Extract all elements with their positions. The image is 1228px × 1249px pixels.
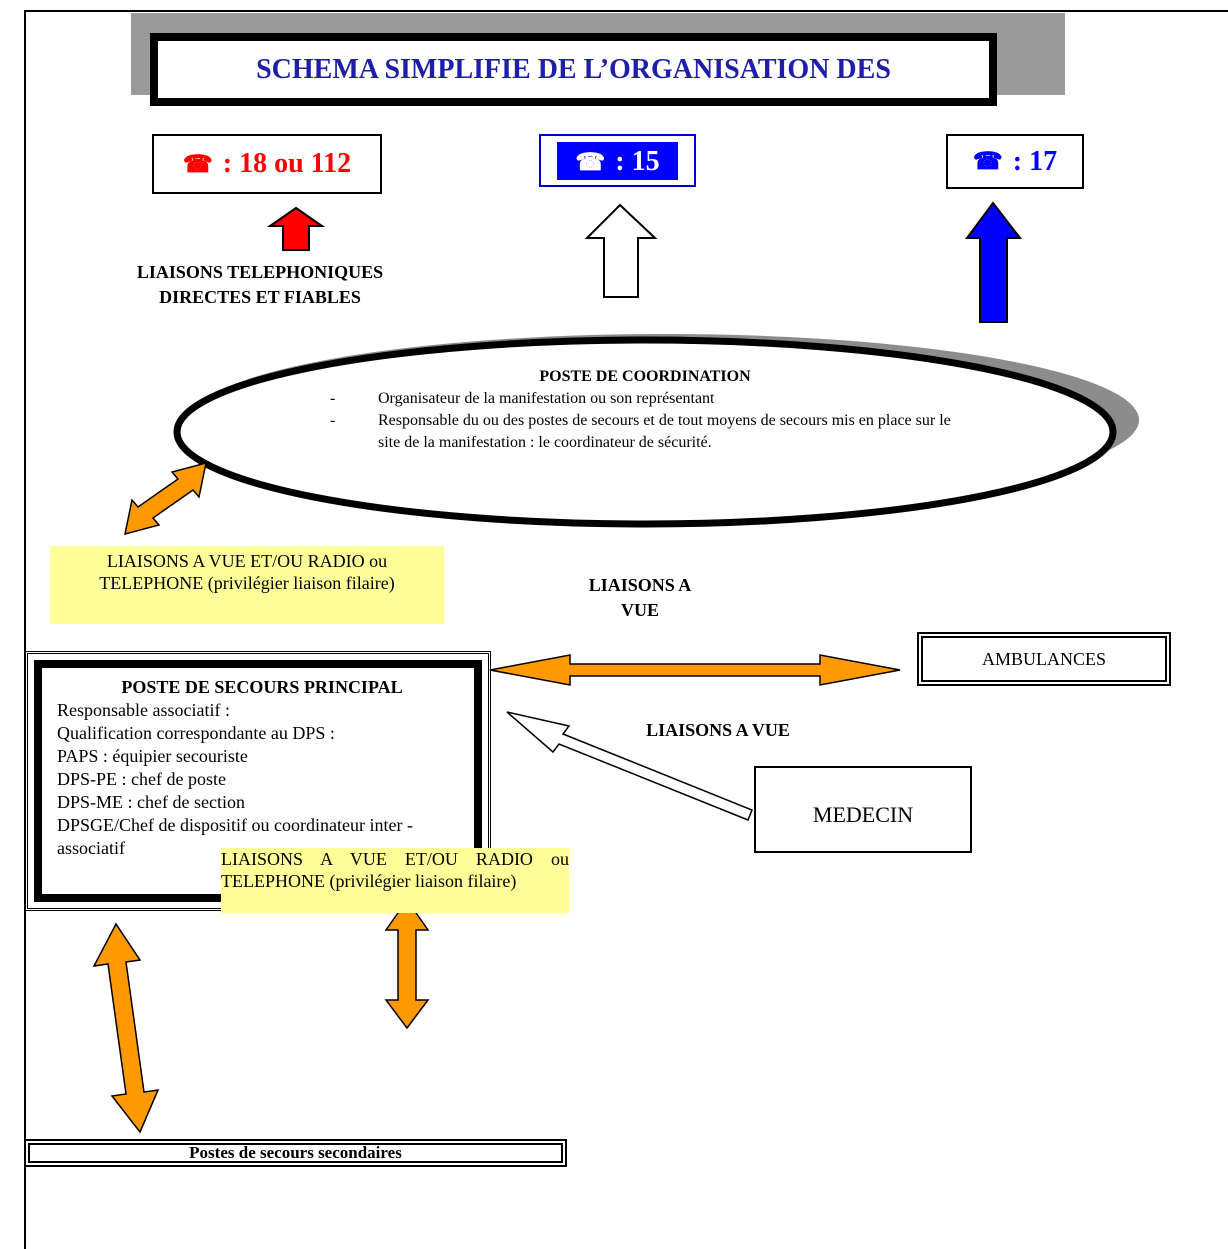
label-visual-links-middle: LIAISONS A VUE [646, 720, 790, 740]
ambulances-box: AMBULANCES [917, 632, 1171, 686]
arrow-double-orange-horizontal [489, 654, 901, 686]
coordination-ellipse [173, 336, 1117, 528]
main-post-line: Responsable associatif : [57, 700, 230, 720]
arrow-up-blue [965, 201, 1023, 323]
page-frame [24, 10, 1228, 1249]
arrow-white-medecin [506, 711, 753, 821]
coordination-title: POSTE DE COORDINATION [539, 368, 751, 385]
telephone-icon: ☎ [972, 149, 1003, 175]
label-telephone-links: LIAISONS TELEPHONIQUES DIRECTES ET FIABL… [95, 260, 425, 310]
phone-box-15: ☎ : 15 [539, 134, 696, 187]
secondary-posts-box: Postes de secours secondaires [24, 1139, 567, 1167]
main-post-line: Qualification correspondante au DPS : [57, 723, 335, 743]
phone-number-label: : 15 [615, 145, 660, 177]
phone-number-label: : 17 [1012, 145, 1058, 177]
phone-box-18-112: ☎ : 18 ou 112 [152, 134, 382, 194]
label-line: DIRECTES ET FIABLES [159, 287, 361, 307]
yellow-note-radio-links: LIAISONS A VUE ET/OU RADIO ou TELEPHONE … [50, 546, 444, 624]
label-line: LIAISONS TELEPHONIQUES [136, 262, 384, 282]
diagram-title: SCHEMA SIMPLIFIE DE L’ORGANISATION DES [150, 33, 997, 106]
main-post-text: POSTE DE SECOURS PRINCIPAL Responsable a… [57, 676, 467, 860]
main-post-line: PAPS : équipier secouriste [57, 746, 248, 766]
doctor-box: MEDECIN [754, 766, 972, 853]
arrow-double-orange-long [92, 922, 160, 1134]
note-line: LIAISONS A VUE ET/OU RADIO ou [106, 551, 388, 571]
arrow-up-red [266, 206, 326, 251]
label-line: VUE [620, 600, 659, 620]
yellow-note-radio-links-bottom: LIAISONS A VUE ET/OU RADIO ou TELEPHONE … [221, 848, 569, 913]
phone-number-label: : 18 ou 112 [222, 148, 352, 179]
arrow-up-white [584, 203, 658, 298]
main-post-line: DPSGE/Chef de dispositif ou coordinateur… [57, 815, 413, 858]
coordination-item: -Organisateur de la manifestation ou son… [330, 390, 715, 407]
label-visual-links-top: LIAISONS A VUE [565, 573, 715, 623]
label-line: LIAISONS A [588, 575, 692, 595]
main-post-line: DPS-PE : chef de poste [57, 769, 226, 789]
main-post-title: POSTE DE SECOURS PRINCIPAL [121, 677, 403, 697]
arrow-double-orange-vertical [384, 898, 430, 1030]
note-line: TELEPHONE (privilégier liaison filaire) [99, 573, 395, 593]
telephone-icon: ☎ [575, 149, 606, 176]
coordination-item-text: Responsable du ou des postes de secours … [378, 412, 951, 451]
telephone-icon: ☎ [182, 151, 213, 178]
main-post-line: DPS-ME : chef de section [57, 792, 245, 812]
phone-box-17: ☎ : 17 [946, 134, 1084, 189]
coordination-item: -Responsable du ou des postes de secours… [330, 412, 951, 451]
arrow-double-orange-diag [124, 461, 207, 536]
coordination-item-text: Organisateur de la manifestation ou son … [378, 390, 715, 407]
coordination-text: POSTE DE COORDINATION -Organisateur de l… [330, 366, 970, 454]
